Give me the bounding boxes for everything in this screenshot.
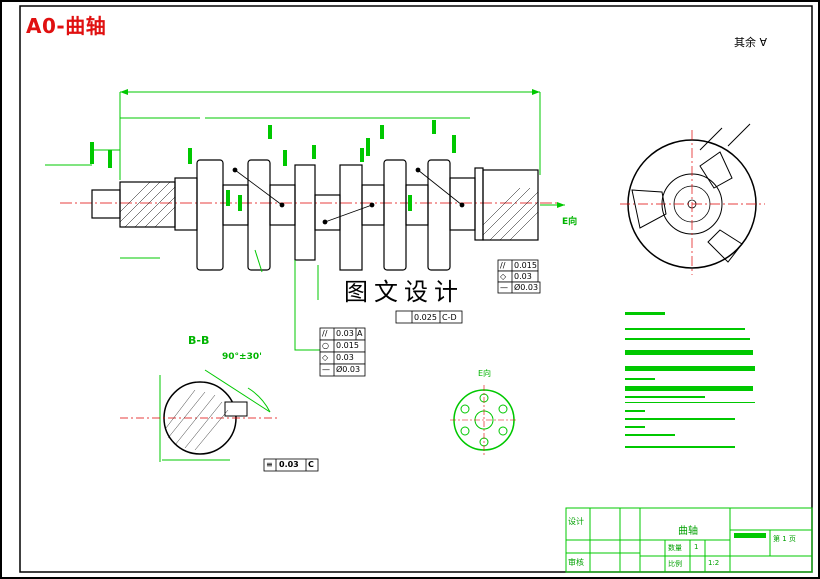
tol-right-value-1: 0.015 xyxy=(514,261,537,270)
crankshaft-body xyxy=(91,159,539,271)
tol-center-value-4: Ø0.03 xyxy=(336,365,361,374)
tol-section-datum: C xyxy=(308,460,314,469)
technical-notes xyxy=(625,312,755,448)
title-block-quantity: 1 xyxy=(694,543,699,551)
tol-center-value-2: 0.015 xyxy=(336,341,359,350)
tol-section-symbol: ≡ xyxy=(266,460,273,469)
tol-cd-datum: C-D xyxy=(442,313,457,322)
tolerance-frame-right xyxy=(497,259,541,294)
dimension-lines xyxy=(45,91,565,351)
title-block-scale: 1:2 xyxy=(708,559,720,567)
tol-right-symbol-2: ◇ xyxy=(500,272,507,281)
tol-right-value-3: Ø0.03 xyxy=(514,283,539,292)
view-e-label: E向 xyxy=(478,369,492,378)
tolerance-frame-center xyxy=(319,327,366,377)
roughness-note: 其余 ∀ xyxy=(734,34,767,50)
section-bb xyxy=(120,369,280,462)
tol-center-symbol-3: ◇ xyxy=(322,353,329,362)
roughness-symbol-icon: ∀ xyxy=(759,36,768,49)
drawing-title: A0-曲轴 xyxy=(26,14,107,38)
inner-border xyxy=(19,5,813,573)
title-block-design: 设计 xyxy=(568,517,584,526)
title-block-sheet: 第 1 页 xyxy=(773,535,796,543)
end-view xyxy=(620,123,765,275)
view-e-arrow-label: E向 xyxy=(562,217,578,227)
title-block-quantity-label: 数量 xyxy=(668,544,682,552)
tol-section-value: 0.03 xyxy=(279,460,299,469)
tol-center-datum-1: A xyxy=(357,329,363,338)
title-block-scale-label: 比例 xyxy=(668,560,682,568)
tol-right-symbol-3: — xyxy=(500,283,508,292)
dimension-markers xyxy=(90,120,456,211)
section-hatching xyxy=(119,181,539,241)
flange-view xyxy=(450,385,518,455)
title-block-review: 审核 xyxy=(568,558,584,567)
title-block-part-name: 曲轴 xyxy=(678,526,698,537)
tolerance-frame-cd xyxy=(395,310,463,324)
tol-center-symbol-1: // xyxy=(322,329,328,338)
title-block-bar xyxy=(734,533,766,538)
section-angle-label: 90°±30' xyxy=(222,352,262,362)
tol-cd-value: 0.025 xyxy=(414,313,437,322)
crank-pins xyxy=(232,167,465,225)
roughness-note-text: 其余 xyxy=(734,36,756,49)
tol-right-symbol-1: // xyxy=(500,261,506,270)
section-bb-label: B-B xyxy=(188,334,210,347)
title-block xyxy=(565,507,813,573)
tol-center-symbol-4: — xyxy=(322,365,330,374)
tolerance-frame-section xyxy=(263,458,319,472)
tol-right-value-2: 0.03 xyxy=(514,272,532,281)
dimension-arrows xyxy=(120,89,565,208)
tol-center-value-3: 0.03 xyxy=(336,353,354,362)
tol-center-value-1: 0.03 xyxy=(336,329,354,338)
tol-center-symbol-2: ○ xyxy=(322,341,329,350)
watermark-text: 图文设计 xyxy=(340,272,468,307)
